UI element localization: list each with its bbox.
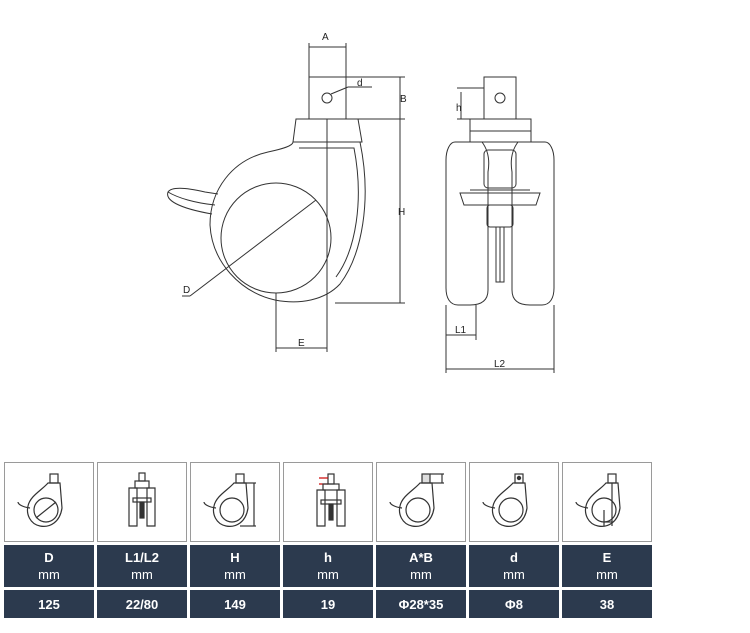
- side-fork-body: [209, 141, 366, 303]
- caster-diameter-icon: [17, 473, 63, 527]
- front-right-leg: [510, 141, 555, 306]
- value-h: 19: [283, 590, 373, 618]
- front-stem-hole: [494, 92, 506, 104]
- brake-plate: [459, 192, 541, 206]
- side-bracket-top: [292, 118, 363, 143]
- side-fork-inner: [299, 147, 359, 278]
- thumb-H: [190, 462, 280, 542]
- value-L1-L2: 22/80: [97, 590, 187, 618]
- front-left-leg: [445, 141, 490, 306]
- brake-lever: [167, 187, 219, 206]
- value-E: 38: [562, 590, 652, 618]
- label-E: E: [298, 338, 305, 349]
- header-row: D mm L1/L2 mm H mm h mm A*B mm d mm E mm: [4, 545, 652, 587]
- label-B: B: [400, 94, 407, 105]
- header-L1-L2: L1/L2 mm: [97, 545, 187, 587]
- caster-drawing: A d B H D E h L1 L2: [167, 32, 555, 373]
- label-h: h: [456, 103, 462, 114]
- caster-stem-size-icon: [389, 473, 444, 527]
- header-A-B: A*B mm: [376, 545, 466, 587]
- value-D: 125: [4, 590, 94, 618]
- caster-stem-offset-icon: [316, 473, 346, 527]
- thumbnail-row: [4, 462, 652, 542]
- thumb-d: [469, 462, 559, 542]
- header-D: D mm: [4, 545, 94, 587]
- value-A-B: Φ28*35: [376, 590, 466, 618]
- header-d: d mm: [469, 545, 559, 587]
- label-A: A: [322, 32, 329, 43]
- value-H: 149: [190, 590, 280, 618]
- thumb-L1-L2: [97, 462, 187, 542]
- label-D: D: [183, 285, 190, 296]
- spec-table: D mm L1/L2 mm H mm h mm A*B mm d mm E mm…: [4, 462, 652, 618]
- thumb-h: [283, 462, 373, 542]
- header-h: h mm: [283, 545, 373, 587]
- front-stem: [483, 76, 517, 120]
- brake-lever-lower: [167, 191, 213, 215]
- side-wheel: [220, 182, 332, 294]
- thumb-D: [4, 462, 94, 542]
- label-d: d: [357, 78, 363, 89]
- caster-offset-icon: [575, 473, 621, 527]
- stem-hole: [321, 92, 333, 104]
- header-E: E mm: [562, 545, 652, 587]
- label-H: H: [398, 207, 405, 218]
- value-d: Φ8: [469, 590, 559, 618]
- side-stem: [308, 76, 347, 120]
- label-L2: L2: [494, 359, 506, 370]
- caster-width-icon: [128, 472, 156, 527]
- caster-hole-icon: [482, 473, 528, 527]
- thumb-A-B: [376, 462, 466, 542]
- value-row: 125 22/80 149 19 Φ28*35 Φ8 38: [4, 590, 652, 618]
- technical-drawing: A d B H D E h L1 L2: [167, 32, 555, 373]
- thumb-E: [562, 462, 652, 542]
- label-L1: L1: [455, 325, 467, 336]
- header-H: H mm: [190, 545, 280, 587]
- caster-height-icon: [203, 473, 256, 527]
